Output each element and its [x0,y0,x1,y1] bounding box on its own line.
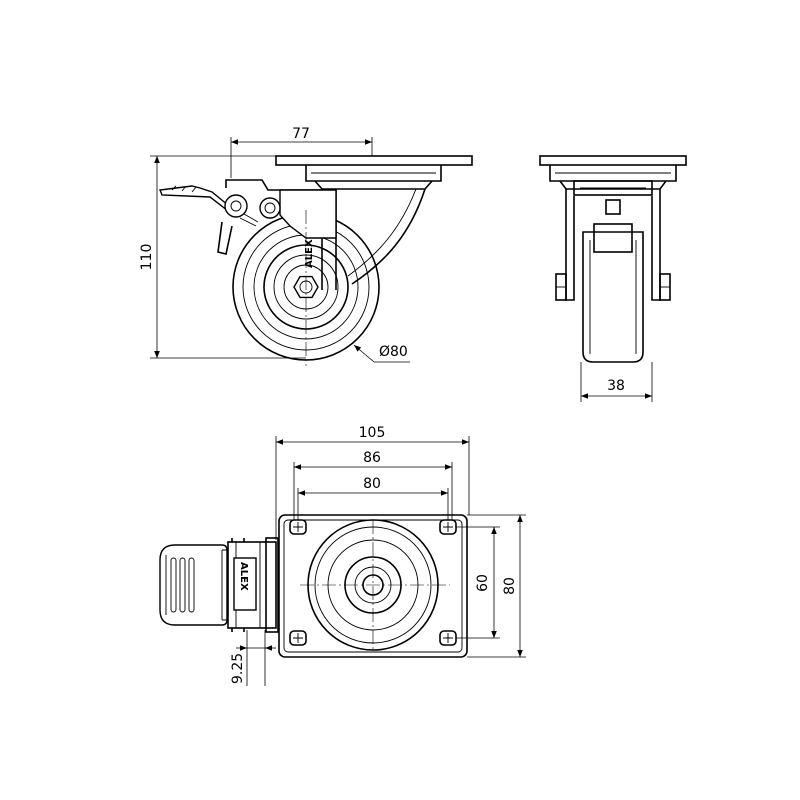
dim-hole-spacing-width-label: 60 [475,574,491,592]
front-brake-knob [605,199,621,215]
front-brake-pad [593,223,633,253]
top-view: ALEX 105 86 80 60 [159,425,526,686]
top-brand-mark: ALEX [238,562,249,591]
dim-plate-length-label: 105 [359,425,386,441]
dim-offset-label: 77 [292,126,310,142]
front-fork-right [651,189,661,301]
dim-height-label: 110 [139,244,155,271]
dim-brake-offset-label: 9.25 [230,653,246,684]
top-brake-label-plate [233,557,257,611]
side-swivel-bearing [305,165,442,182]
front-top-plate [539,155,687,166]
top-plate [278,514,468,658]
front-view: 38 [539,155,687,402]
side-brake-pad [217,221,233,255]
front-wheel [582,231,644,363]
side-top-plate [275,155,473,166]
side-view: ALEX 77 110 Ø80 [139,126,473,366]
side-brake-lever[interactable] [159,185,235,216]
dim-plate-inner-length-label: 80 [363,476,381,492]
side-brake-pivot [224,194,248,218]
side-fork-plate [279,189,337,239]
side-brand-mark: ALEX [304,239,315,268]
brake-pedal-grip [170,557,195,613]
side-fork-back [351,188,426,285]
side-brake-rivet [259,197,281,219]
front-fork-left [565,189,575,301]
top-brake-pedal[interactable] [159,544,228,626]
mounting-hole [289,630,307,646]
front-brake-bracket [573,180,653,196]
dim-wheel-diameter-label: Ø80 [379,344,408,360]
top-brake-arm [265,537,279,633]
dim-hole-spacing-length-label: 86 [363,450,381,466]
dim-plate-width-label: 80 [502,577,518,595]
dim-wheel-width-label: 38 [607,378,625,394]
